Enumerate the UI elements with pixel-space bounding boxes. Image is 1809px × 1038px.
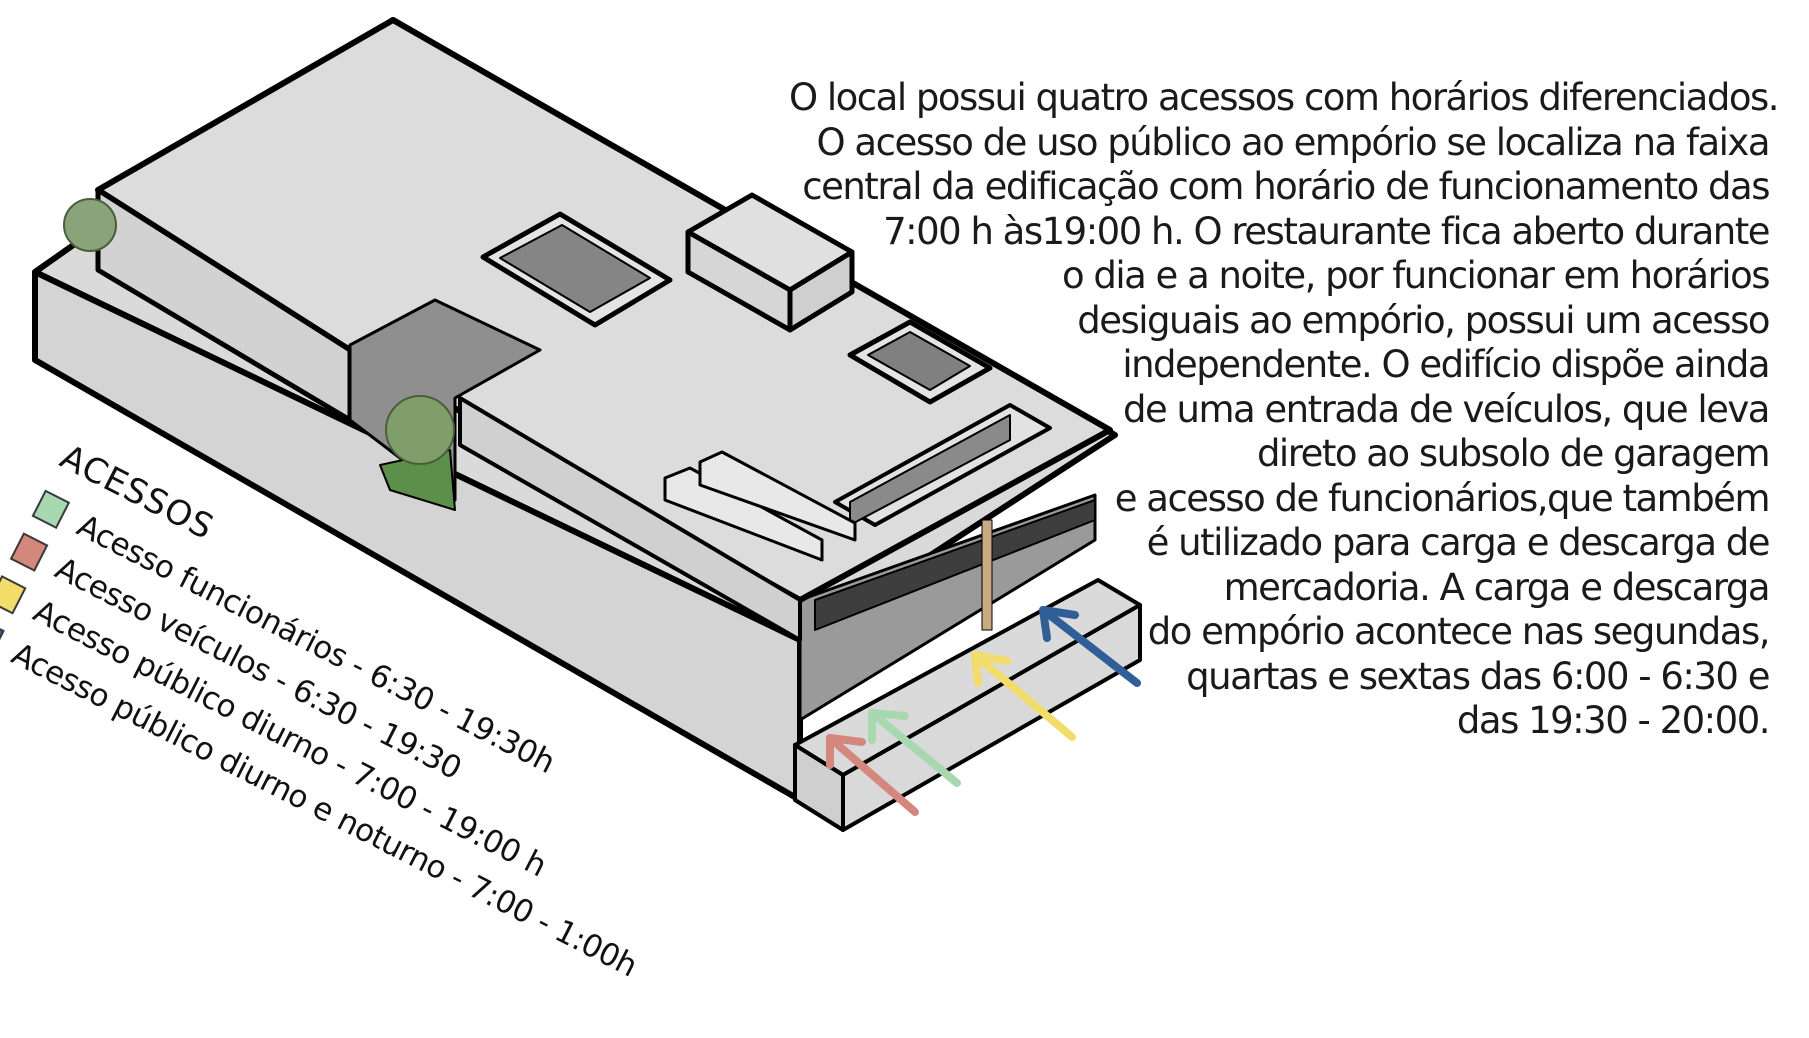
description-line: direto ao subsolo de garagem — [1256, 432, 1771, 475]
upper-block-front-2 — [458, 396, 802, 642]
description-text: O local possui quatro acessos com horári… — [789, 76, 1780, 744]
description-line: de uma entrada de veículos, que leva — [1122, 387, 1771, 431]
legend-swatch — [0, 617, 5, 658]
arrow-veiculos-head — [826, 734, 866, 769]
courtyard — [348, 298, 542, 511]
skylight-2-glass — [867, 331, 971, 391]
arrow-publico-diurno-head — [971, 651, 1011, 687]
rooftop-box-side — [787, 249, 855, 333]
description-line: é utilizado para carga e descarga de — [1146, 521, 1771, 564]
access-platform — [793, 578, 1142, 832]
description-line: 7:00 h às19:00 h. O restaurante fica abe… — [883, 209, 1770, 253]
description-line: desiguais ao empório, possui um acesso — [1077, 298, 1770, 342]
description-line: O local possui quatro acessos com horári… — [789, 76, 1780, 119]
ground-floor-glass — [798, 493, 1097, 722]
description-line: do empório acontece nas segundas, — [1147, 610, 1771, 653]
arrow-publico-noturno-head — [1039, 606, 1079, 642]
arrow-publico-noturno — [1039, 606, 1141, 687]
description-line: mercadoria. A carga e descarga — [1223, 565, 1771, 609]
arrow-veiculos — [826, 734, 919, 816]
arrow-funcionarios — [868, 709, 961, 787]
arrow-publico-diurno — [971, 651, 1076, 741]
description-line: independente. O edifício dispõe ainda — [1122, 343, 1770, 386]
description-line: das 19:30 - 20:00. — [1456, 699, 1771, 742]
access-platform-side — [841, 603, 1142, 832]
bench-1 — [663, 466, 824, 562]
legend-swatch — [0, 575, 27, 615]
rooftop-bar-glass — [849, 414, 1011, 526]
column — [981, 519, 993, 631]
arrow-funcionarios-head — [868, 709, 909, 744]
planter-strip — [814, 499, 1096, 631]
description-line: quartas e sextas das 6:00 - 6:30 e — [1186, 654, 1770, 698]
ground-floor — [798, 493, 1097, 722]
access-arrows — [826, 606, 1141, 816]
description-line: e acesso de funcionários,que também — [1114, 476, 1771, 520]
roof-elements — [480, 192, 1052, 562]
bench-2 — [698, 450, 857, 542]
tree-left-crown — [63, 198, 117, 252]
description-line: central da edificação com horário de fun… — [802, 165, 1770, 208]
skylight-1-glass — [499, 224, 651, 313]
description-line: O acesso de uso público ao empório se lo… — [816, 120, 1771, 164]
description-line: o dia e a noite, por funcionar em horári… — [1061, 254, 1771, 297]
tree-left — [63, 198, 117, 252]
courtyard-tree — [385, 395, 455, 465]
